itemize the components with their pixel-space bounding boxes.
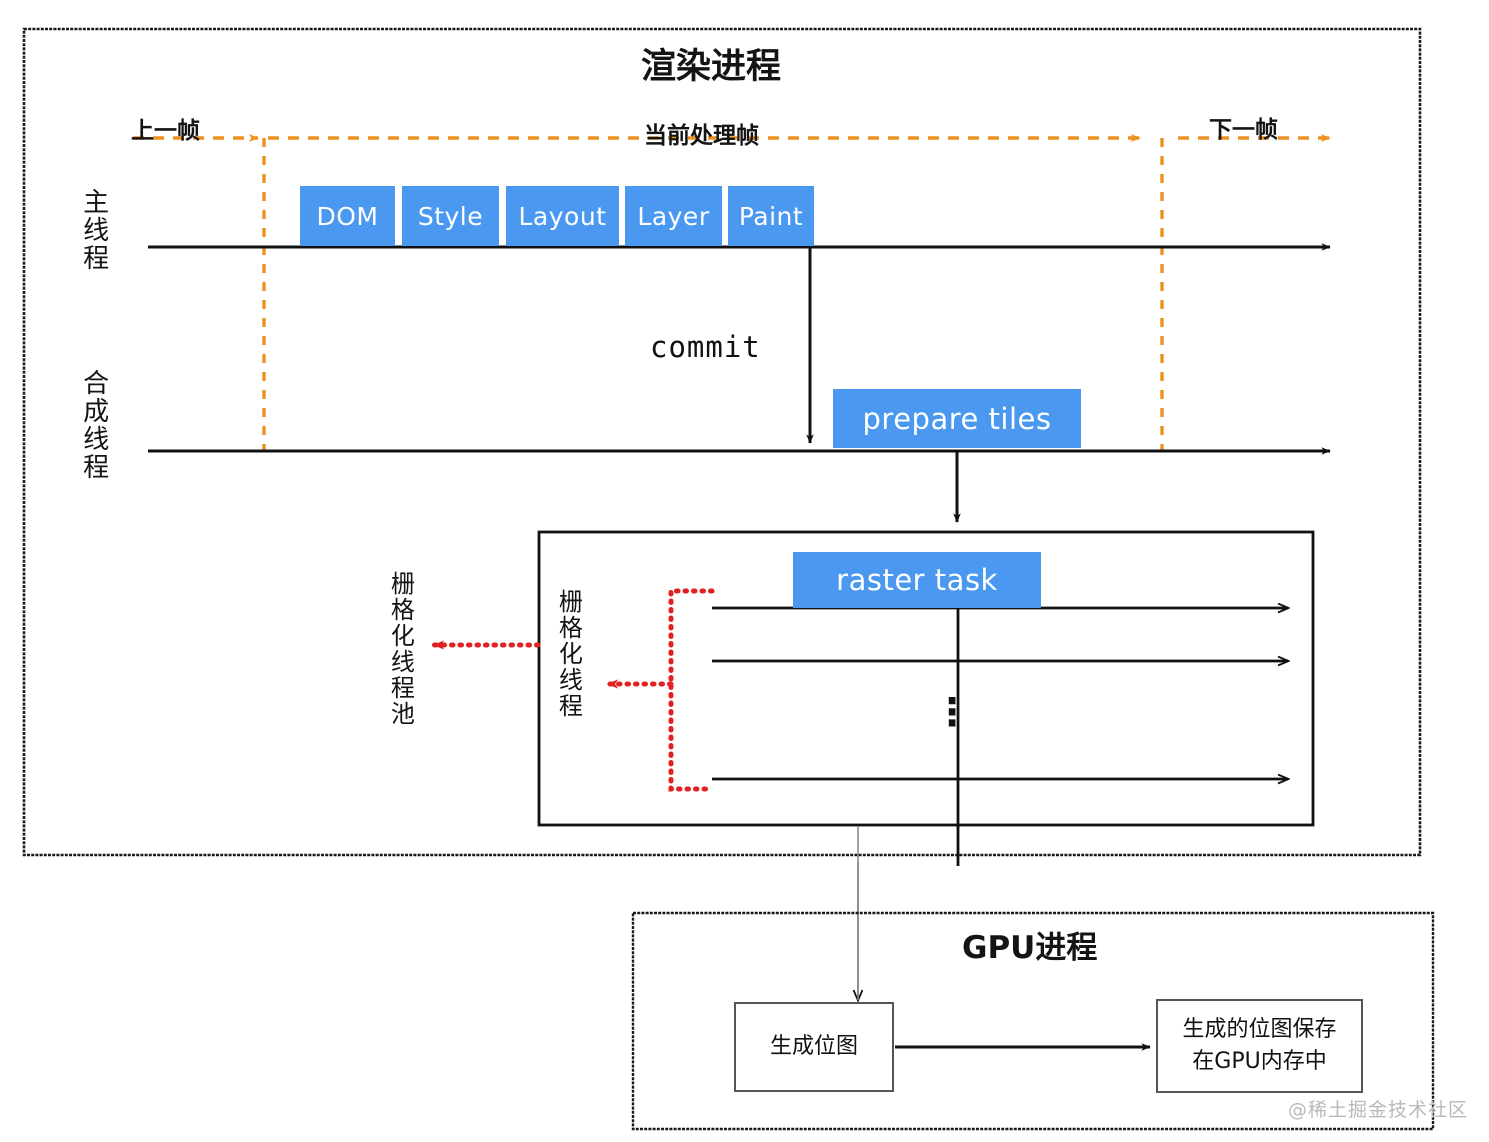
current-frame-label: 当前处理帧: [644, 123, 759, 149]
raster-thread-label: 栅格化线程: [554, 589, 583, 719]
raster-thread-bracket: [668, 588, 715, 792]
store-bitmap-label: 生成的位图保存 在GPU内存中: [1157, 1000, 1362, 1092]
pipeline-stage-label: Style: [417, 201, 484, 231]
pipeline-stage-label: Paint: [738, 201, 804, 231]
prev-frame-label: 上一帧: [131, 118, 200, 144]
raster-thread-pool-label: 栅格化线程池: [386, 571, 415, 727]
prepare-tiles-box[interactable]: prepare tiles: [833, 389, 1081, 448]
raster-thread-pool-box: [537, 530, 1315, 827]
commit-label: commit: [650, 330, 761, 364]
pipeline-stage-dom[interactable]: DOM: [300, 186, 395, 246]
watermark: @稀土掘金技术社区: [1288, 1099, 1469, 1121]
pipeline-stage-label: Layout: [518, 201, 607, 231]
generate-bitmap-label: 生成位图: [769, 1034, 858, 1060]
render-process-border: [22, 27, 1422, 857]
generate-bitmap-box: [734, 1002, 894, 1092]
next-frame-label: 下一帧: [1209, 117, 1278, 143]
pipeline-stage-label: Layer: [637, 201, 710, 231]
raster-task-label: raster task: [836, 563, 998, 597]
pipeline-stage-layout[interactable]: Layout: [506, 186, 619, 246]
gpu-process-title: GPU进程: [962, 930, 1098, 966]
prepare-tiles-label: prepare tiles: [862, 401, 1052, 436]
main-thread-label: 主线程: [78, 188, 109, 272]
pipeline-stage-label: DOM: [316, 201, 379, 231]
pipeline-stage-paint[interactable]: Paint: [728, 186, 814, 246]
gpu-process-border: [631, 911, 1435, 1131]
store-bitmap-line-1: 生成的位图保存: [1182, 1017, 1337, 1043]
store-bitmap-line-2: 在GPU内存中: [1192, 1049, 1327, 1074]
compositor-thread-label: 合成线程: [78, 369, 109, 481]
raster-task-box[interactable]: raster task: [793, 552, 1041, 608]
pipeline-stage-style[interactable]: Style: [402, 186, 499, 246]
raster-threads-ellipsis: ⋮: [933, 690, 971, 734]
store-bitmap-box: [1156, 999, 1363, 1093]
page-title: 渲染进程: [641, 47, 782, 87]
pipeline-stage-layer[interactable]: Layer: [625, 186, 722, 246]
